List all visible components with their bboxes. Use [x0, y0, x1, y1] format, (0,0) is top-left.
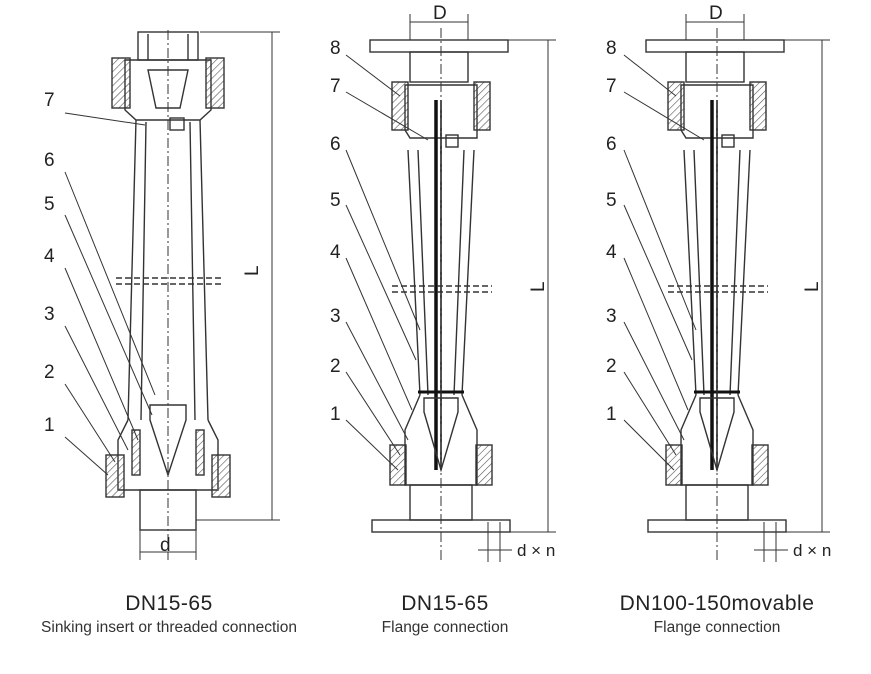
panel-1-title: DN15-65 [125, 592, 213, 615]
panel-3-subtitle: Flange connection [653, 619, 781, 636]
panel-3-title: DN100-150movable [619, 592, 815, 615]
panel-3-drawing [623, 14, 830, 562]
callout-1: 1 [606, 404, 617, 425]
callout-1: 1 [44, 415, 55, 436]
callout-7: 7 [330, 76, 341, 97]
callout-2: 2 [44, 362, 55, 383]
callout-6: 6 [44, 150, 55, 171]
callout-4: 4 [606, 242, 617, 263]
callout-8: 8 [330, 38, 341, 59]
dim-d: d [160, 535, 171, 556]
dim-D: D [433, 3, 447, 24]
dim-L: L [528, 281, 549, 292]
panel-1-caption: DN15-65 Sinking insert or threaded conne… [24, 592, 314, 637]
panel-3-callouts: 8 7 6 5 4 3 2 1 D L d × n [606, 3, 831, 560]
dim-L: L [802, 281, 823, 292]
callout-5: 5 [330, 190, 341, 211]
dim-L: L [242, 265, 263, 276]
panel-2-drawing [345, 14, 556, 562]
callout-1: 1 [330, 404, 341, 425]
callout-4: 4 [330, 242, 341, 263]
panel-1-drawing [64, 30, 280, 560]
callout-2: 2 [330, 356, 341, 377]
panel-1-subtitle: Sinking insert or threaded connection [41, 619, 297, 636]
panel-2-callouts: 8 7 6 5 4 3 2 1 D L d × n [330, 3, 555, 560]
callout-5: 5 [44, 194, 55, 215]
panel-1-callouts: 7 6 5 4 3 2 1 L d [44, 90, 263, 556]
callout-4: 4 [44, 246, 55, 267]
callout-5: 5 [606, 190, 617, 211]
panel-2-caption: DN15-65 Flange connection [300, 592, 590, 637]
callout-3: 3 [330, 306, 341, 327]
callout-6: 6 [330, 134, 341, 155]
callout-3: 3 [44, 304, 55, 325]
panel-3-caption: DN100-150movable Flange connection [572, 592, 862, 637]
callout-8: 8 [606, 38, 617, 59]
callout-7: 7 [606, 76, 617, 97]
callout-3: 3 [606, 306, 617, 327]
callout-7: 7 [44, 90, 55, 111]
callout-6: 6 [606, 134, 617, 155]
dim-D: D [709, 3, 723, 24]
dim-d-x-n: d × n [793, 541, 831, 560]
dim-d-x-n: d × n [517, 541, 555, 560]
panel-2-title: DN15-65 [401, 592, 489, 615]
callout-2: 2 [606, 356, 617, 377]
panel-2-subtitle: Flange connection [381, 619, 509, 636]
